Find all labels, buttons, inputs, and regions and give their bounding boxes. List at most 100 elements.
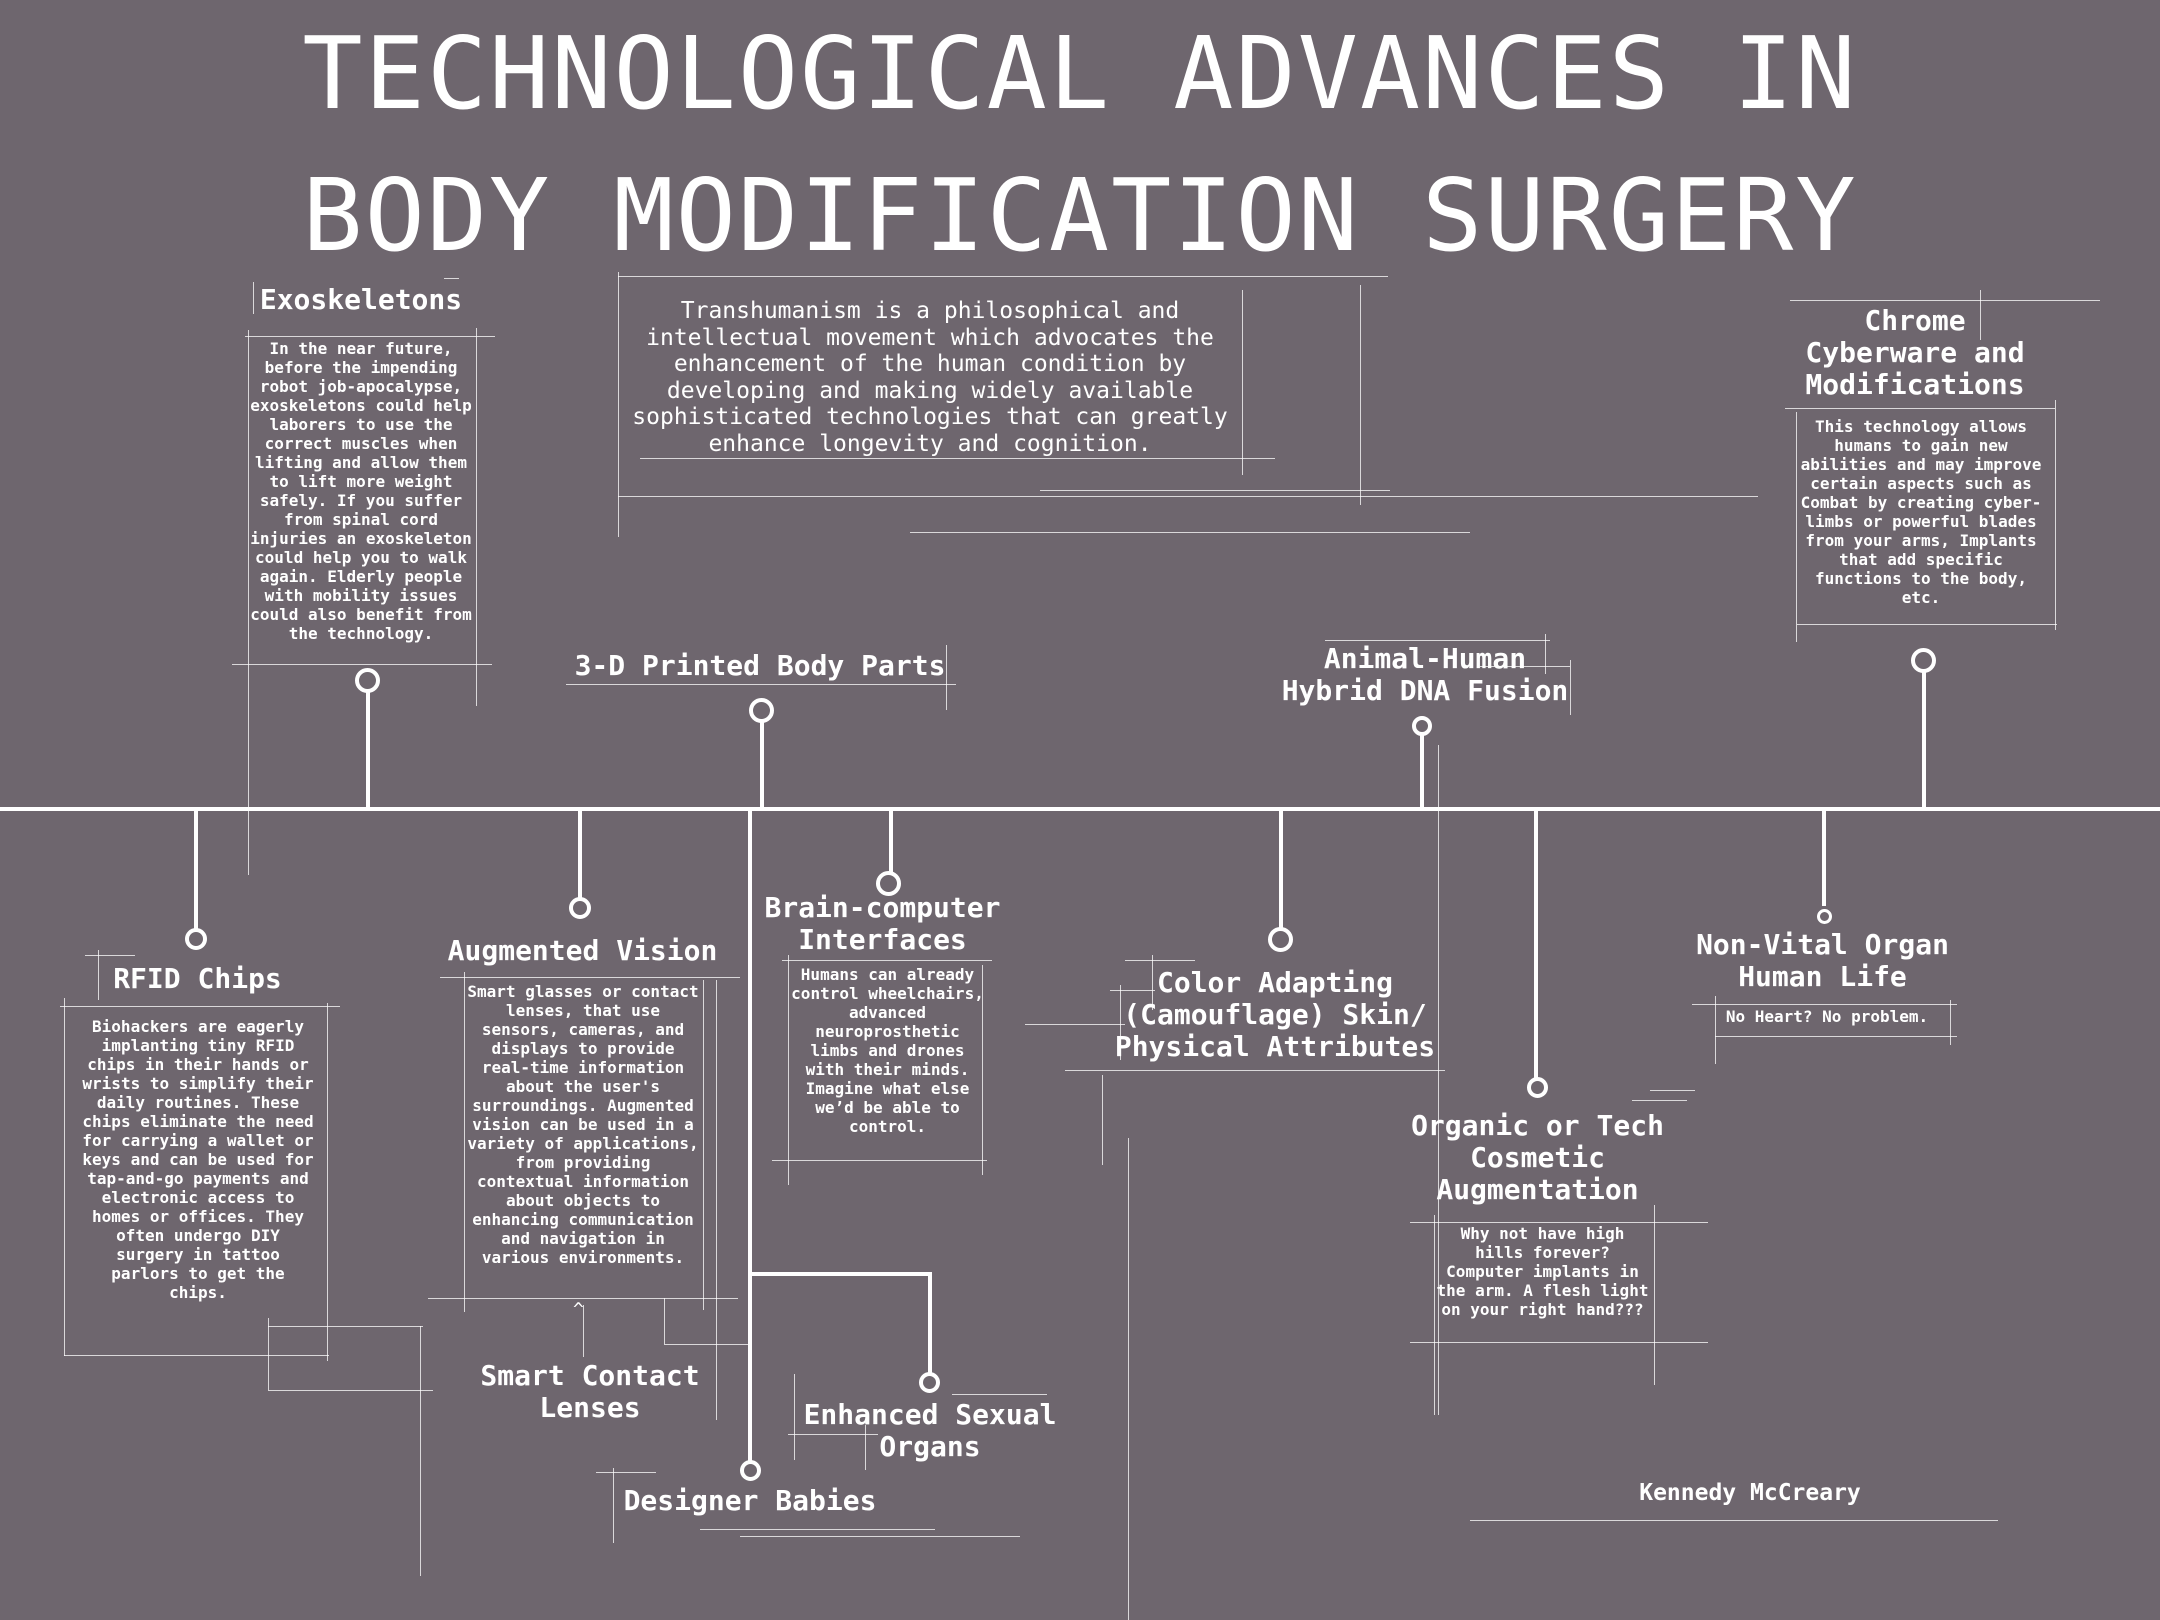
sketch-line [444, 278, 459, 279]
rfid-body: Biohackers are eagerly implanting tiny R… [82, 1017, 314, 1302]
sketch-line [700, 1529, 935, 1530]
smart-lenses-heading: Smart Contact Lenses [480, 1359, 700, 1424]
sketch-line [85, 955, 135, 956]
organ-life-node [1817, 909, 1832, 924]
cosmetic-stem [1534, 811, 1538, 1084]
augmented-vision-stem [578, 811, 582, 903]
sketch-line [268, 1326, 423, 1327]
sketch-line [664, 1344, 750, 1345]
sketch-line [794, 1374, 795, 1460]
sketch-line [788, 1434, 878, 1435]
sketch-line [664, 1298, 665, 1344]
sketch-line [64, 998, 65, 1356]
sketch-line [1242, 290, 1243, 475]
sketch-line [476, 328, 477, 706]
hybrid-dna-stem [1420, 734, 1424, 809]
sketch-line [1692, 1004, 1957, 1005]
sketch-line [740, 1536, 1020, 1537]
timeline-axis [0, 807, 2160, 811]
sketch-line [1480, 666, 1570, 667]
organ-life-body: No Heart? No problem. [1725, 1007, 1929, 1026]
sexual-organs-branch [750, 1272, 932, 1276]
sketch-line [268, 1390, 433, 1391]
sketch-line [1632, 1100, 1687, 1101]
sketch-line [464, 972, 465, 1312]
cosmetic-heading: Organic or Tech Cosmetic Augmentation [1411, 1109, 1664, 1206]
sketch-line [788, 955, 789, 1185]
chrome-body: This technology allows humans to gain ne… [1800, 417, 2042, 607]
sexual-organs-heading: Enhanced Sexual Organs [803, 1398, 1057, 1463]
exoskeletons-heading: Exoskeletons [259, 283, 463, 316]
sketch-line [1570, 660, 1571, 715]
sketch-line [982, 965, 983, 1175]
designer-babies-node [740, 1460, 761, 1481]
chrome-node [1911, 648, 1936, 673]
sketch-line [640, 458, 1275, 459]
printed-parts-node [749, 698, 774, 723]
sketch-line [952, 1394, 1047, 1395]
sketch-line [716, 980, 717, 1420]
sketch-line [782, 960, 992, 961]
bci-node [876, 871, 901, 896]
sketch-line [1790, 300, 2100, 301]
sketch-line [1410, 1342, 1708, 1343]
augmented-vision-node [569, 897, 591, 919]
organ-life-heading: Non-Vital Organ Human Life [1696, 928, 1949, 993]
title-line-2: BODY MODIFICATION SURGERY [302, 157, 1858, 274]
sketch-line [248, 330, 249, 875]
sketch-line [232, 664, 492, 665]
arrowhead-icon: ^ [573, 1299, 584, 1320]
chrome-heading: Chrome Cyberware and Modifications [1805, 304, 2025, 401]
organ-life-stem [1822, 811, 1826, 906]
color-skin-heading: Color Adapting (Camouflage) Skin/ Physic… [1114, 966, 1436, 1063]
designer-babies-stem [748, 811, 752, 1465]
sketch-line [1102, 1075, 1103, 1165]
sketch-line [440, 977, 740, 978]
hybrid-dna-heading: Animal-Human Hybrid DNA Fusion [1281, 642, 1569, 707]
sketch-line [618, 496, 1758, 497]
sketch-line [2055, 400, 2056, 630]
sketch-line [1980, 290, 1981, 340]
sketch-line [428, 1298, 738, 1299]
title-line-1: TECHNOLOGICAL ADVANCES IN [302, 15, 1858, 132]
sketch-line [245, 336, 495, 337]
sketch-line [327, 1003, 328, 1361]
sketch-line [1715, 996, 1716, 1064]
sketch-line [618, 272, 619, 537]
sketch-line [420, 1326, 421, 1576]
sketch-line [946, 645, 947, 710]
sketch-line [596, 1472, 656, 1473]
bci-heading: Brain-computer Interfaces [764, 891, 1001, 956]
sketch-line [1545, 634, 1546, 674]
sketch-line [1040, 490, 1390, 491]
rfid-heading: RFID Chips [113, 962, 282, 995]
exoskeletons-node [355, 668, 380, 693]
sketch-line [865, 1425, 866, 1470]
bci-stem [889, 811, 893, 876]
sexual-organs-stem [928, 1272, 932, 1375]
sketch-line [566, 684, 956, 685]
sketch-line [64, 1355, 329, 1356]
sketch-line [1325, 640, 1550, 641]
sketch-line [1785, 408, 2055, 409]
sketch-line [253, 282, 254, 314]
augmented-vision-body: Smart glasses or contact lenses, that us… [467, 982, 699, 1267]
sketch-line [1950, 1000, 1951, 1045]
chrome-stem [1922, 670, 1926, 809]
sketch-line [1438, 745, 1439, 1415]
sketch-line [1470, 1520, 1998, 1521]
color-skin-stem [1279, 811, 1283, 931]
sketch-line [1125, 960, 1195, 961]
sketch-line [1025, 1024, 1125, 1025]
sketch-line [1410, 1222, 1708, 1223]
sketch-line [1654, 1205, 1655, 1385]
sketch-line [613, 1468, 614, 1543]
sketch-line [1360, 285, 1361, 505]
color-skin-node [1268, 927, 1293, 952]
cosmetic-body: Why not have high hills forever? Compute… [1436, 1224, 1649, 1319]
exoskeletons-body: In the near future, before the impending… [250, 339, 472, 643]
sketch-line [1650, 1090, 1695, 1091]
augmented-vision-heading: Augmented Vision [447, 934, 718, 967]
sketch-line [910, 532, 1470, 533]
sketch-line [1152, 955, 1153, 1010]
